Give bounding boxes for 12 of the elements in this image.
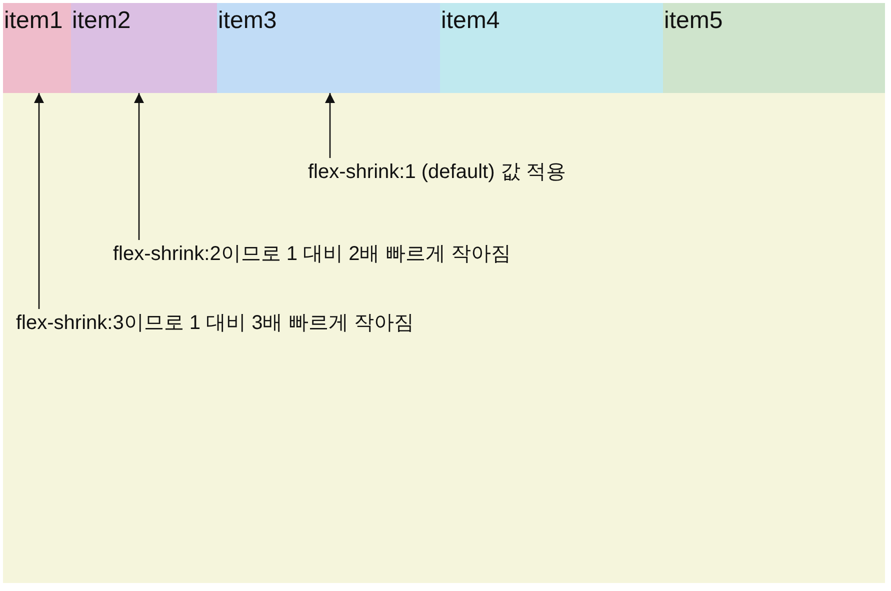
- annotation-text: flex-shrink:3이므로 1 대비 3배 빠르게 작아짐: [16, 309, 414, 337]
- arrow: [325, 93, 335, 158]
- flex-item: item4: [440, 3, 663, 93]
- flex-item: item5: [663, 3, 885, 93]
- flex-container: [3, 3, 885, 583]
- annotation-text: flex-shrink:2이므로 1 대비 2배 빠르게 작아짐: [113, 240, 511, 268]
- arrow: [134, 93, 144, 240]
- flex-item: item3: [217, 3, 440, 93]
- annotation-text: flex-shrink:1 (default) 값 적용: [308, 158, 566, 186]
- arrow: [34, 93, 44, 309]
- flex-item: item1: [3, 3, 71, 93]
- flex-item: item2: [71, 3, 217, 93]
